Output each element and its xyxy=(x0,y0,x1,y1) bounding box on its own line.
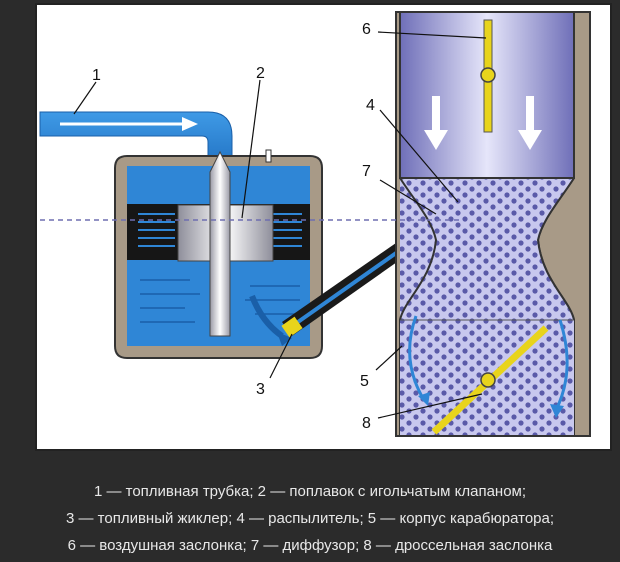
float-chamber xyxy=(114,149,323,359)
fuel-jet xyxy=(281,316,303,338)
air-inlet xyxy=(399,11,575,179)
callout-5: 5 xyxy=(360,373,369,390)
callout-7: 7 xyxy=(362,163,371,180)
legend-caption: 1 — топливная трубка; 2 — поплавок с иго… xyxy=(0,478,620,559)
callout-1: 1 xyxy=(92,67,101,84)
legend-line-1: 1 — топливная трубка; 2 — поплавок с иго… xyxy=(93,483,527,500)
throttle-valve xyxy=(431,325,549,435)
callout-8: 8 xyxy=(362,415,371,432)
needle-valve xyxy=(209,150,231,337)
air-flow-arrow-left xyxy=(424,130,448,150)
callout-6: 6 xyxy=(362,21,371,38)
leader-lines xyxy=(73,31,487,419)
callout-4: 4 xyxy=(366,97,375,114)
callout-2: 2 xyxy=(256,65,265,82)
legend-line-3: 6 — воздушная заслонка; 7 — диффузор; 8 … xyxy=(67,537,553,554)
legend-line-2: 3 — топливный жиклер; 4 — распылитель; 5… xyxy=(65,510,555,527)
air-flow-arrow-right xyxy=(518,130,542,150)
callout-3: 3 xyxy=(256,381,265,398)
carburetor-diagram: 1 2 3 4 5 6 7 8 xyxy=(35,3,612,451)
